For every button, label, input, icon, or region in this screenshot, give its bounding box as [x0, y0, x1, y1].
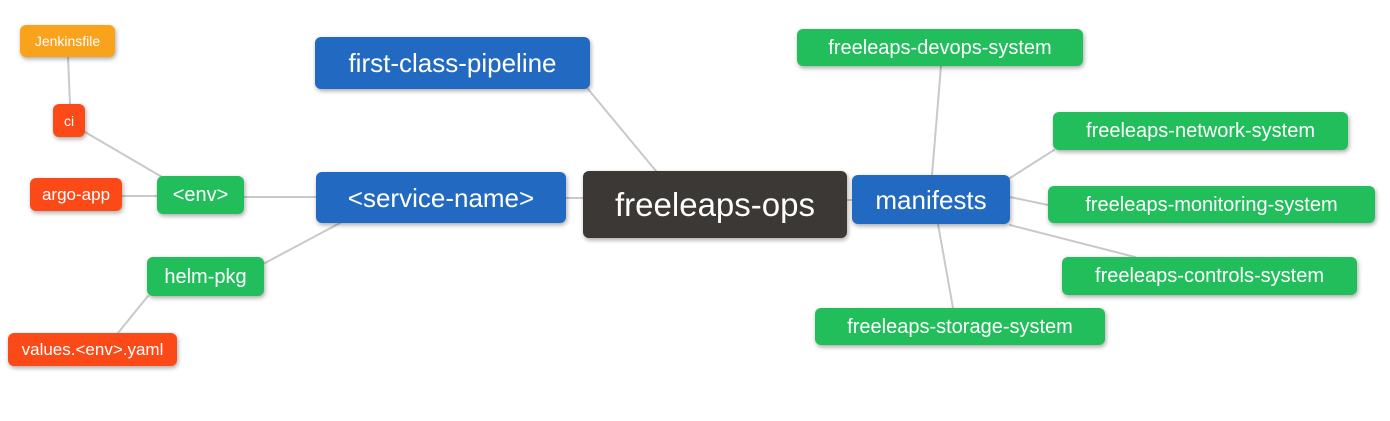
mindmap-node-helm-pkg[interactable]: helm-pkg — [147, 257, 264, 296]
mindmap-node-freeleaps-network-system[interactable]: freeleaps-network-system — [1053, 112, 1348, 150]
mindmap-node-service-name[interactable]: <service-name> — [316, 172, 566, 223]
mindmap-node-ci[interactable]: ci — [53, 104, 85, 137]
mindmap-node-freeleaps-controls-system[interactable]: freeleaps-controls-system — [1062, 257, 1357, 295]
edge-manifests-to-freeleaps-storage-system — [937, 223, 954, 309]
edge-manifests-to-freeleaps-network-system — [1009, 149, 1055, 179]
edge-jenkinsfile-to-ci — [67, 56, 71, 105]
mindmap-node-jenkinsfile[interactable]: Jenkinsfile — [20, 25, 115, 57]
edge-service-name-to-helm-pkg — [264, 222, 341, 264]
edge-manifests-to-freeleaps-controls-system — [1009, 224, 1136, 258]
mindmap-node-first-class-pipeline[interactable]: first-class-pipeline — [315, 37, 590, 89]
mindmap-node-manifests[interactable]: manifests — [852, 175, 1010, 224]
edge-helm-pkg-to-values-env-yaml — [117, 295, 149, 334]
edge-manifests-to-freeleaps-monitoring-system — [1009, 196, 1049, 206]
mindmap-node-values-env-yaml[interactable]: values.<env>.yaml — [8, 333, 177, 366]
edge-ci-to-env — [84, 131, 163, 178]
mindmap-node-freeleaps-monitoring-system[interactable]: freeleaps-monitoring-system — [1048, 186, 1375, 223]
mindmap-node-freeleaps-devops-system[interactable]: freeleaps-devops-system — [797, 29, 1083, 66]
mindmap-node-argo-app[interactable]: argo-app — [30, 178, 122, 211]
mindmap-node-freeleaps-ops[interactable]: freeleaps-ops — [583, 171, 847, 238]
mindmap-node-env[interactable]: <env> — [157, 176, 244, 214]
edge-first-class-pipeline-to-freeleaps-ops — [587, 88, 657, 172]
mindmap-node-freeleaps-storage-system[interactable]: freeleaps-storage-system — [815, 308, 1105, 345]
edge-manifests-to-freeleaps-devops-system — [931, 65, 942, 176]
